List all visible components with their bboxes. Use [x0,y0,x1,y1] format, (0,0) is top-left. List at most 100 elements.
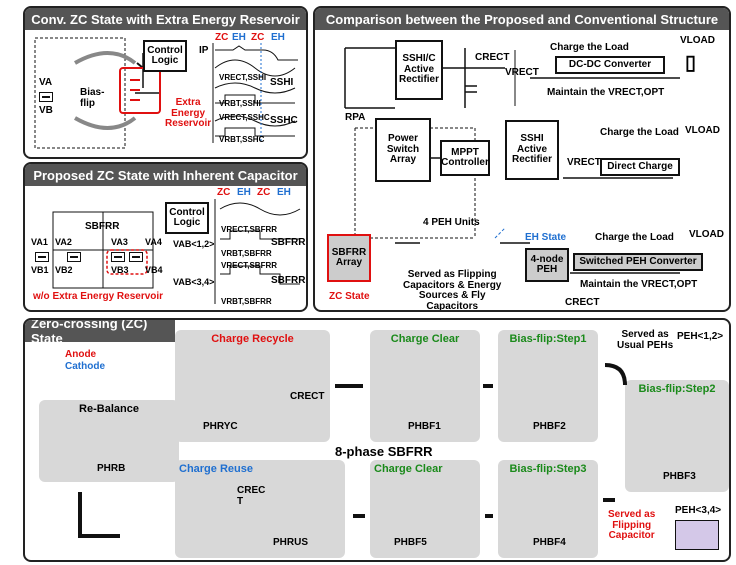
vload-label: VLOAD [680,35,715,46]
va1-label: VA1 [31,237,48,247]
phase-bf4: Bias-flip:Step3 PHBF4 [498,460,598,558]
peh-icon [111,252,125,262]
sbfrr-node-label: SBFRR [85,221,120,232]
cathode-label: Cathode [65,361,105,372]
zc-state-label: ZC State [329,291,370,302]
eh-label: EH [237,187,251,198]
ph-bf4-label: PHBF4 [533,537,566,548]
eh-label: EH [232,32,246,43]
crect-label: CRECT [290,391,325,402]
vrbt-sshi-label: VRBT,SSHI [219,99,261,108]
va2-label: VA2 [55,237,72,247]
vrect-label-2: VRECT [567,157,601,168]
vrbt-sbfrr-label: VRBT,SBFRR [221,249,272,258]
charge-load-label: Charge the Load [550,42,629,53]
zc-label: ZC [217,187,231,198]
ph-bf3-label: PHBF3 [663,471,696,482]
eh-label-2: EH [277,187,291,198]
rebalance-label: Re-Balance [79,403,139,415]
phase-bf3: Bias-flip:Step2 PHBF3 [625,380,729,492]
sbfrr-wave-label-2: SBFRR [271,275,306,286]
charge-clear-label: Charge Clear [390,333,460,345]
maintain-label: Maintain the VRECT,OPT [547,87,665,98]
panel2-circuit [52,199,301,304]
charge-load-label-2: Charge the Load [600,127,679,138]
peh-icon [35,252,49,262]
sshi-label: SSHI [270,77,294,88]
ip-label: IP [199,45,209,56]
peh-icon [129,252,143,262]
sshc-label: SSHC [270,115,298,126]
charge-reuse-label: Charge Reuse [179,463,253,475]
panel-zero-crossing: Zero-crossing (ZC) State Anode Cathode C… [23,318,731,562]
phase-rb: Re-Balance PHRB [39,400,179,482]
va3-label: VA3 [111,237,128,247]
panel1-circuit [34,37,298,149]
power-switch-box: Power Switch Array [375,118,431,182]
sshi-rectifier-box: SSHI Active Rectifier [505,120,559,180]
crect-label: CRECT [475,52,510,63]
vb1-label: VB1 [31,265,49,275]
vb4-label: VB4 [145,265,163,275]
maintain-label-2: Maintain the VRECT,OPT [580,279,698,290]
extra-reservoir-label: Extra Energy Reservoir [165,97,212,129]
bf-step2-label: Bias-flip:Step2 [638,383,716,395]
peh-icon [67,252,81,262]
ph-ryc-label: PHRYC [203,421,238,432]
vb-label: VB [39,105,53,116]
anode-label: Anode [65,349,97,360]
wo-reservoir-label: w/o Extra Energy Reservoir [33,291,164,302]
vrbt-sshc-label: VRBT,SSHC [219,135,265,144]
phase-bf2: Bias-flip:Step1 PHBF2 [498,330,598,442]
vrect-sshc-label: VRECT,SSHC [219,113,270,122]
served-usual-label: Served as Usual PEHs [617,329,674,351]
four-node-box: 4-node PEH [525,248,569,282]
served-flip-label: Served as Flipping Capacitor [608,509,656,541]
control-logic-box: Control Logic [165,202,209,234]
mppt-box: MPPT Controller [440,140,490,176]
phase-bf5: Charge Clear PHBF5 [370,460,480,558]
vload-label-3: VLOAD [689,229,724,240]
panel-title: Conv. ZC State with Extra Energy Reservo… [25,8,306,30]
panel-title: Comparison between the Proposed and Conv… [315,8,729,30]
phase-rus: Charge Reuse CREC T PHRUS [175,460,345,558]
ph-bf1-label: PHBF1 [408,421,441,432]
crect-label-2: CRECT [565,297,600,308]
charge-clear-label-2: Charge Clear [374,463,443,475]
crec-label: CREC T [237,485,266,507]
eh-state-label: EH State [525,232,567,243]
charge-load-label-3: Charge the Load [595,232,674,243]
zc-label: ZC [215,32,229,43]
four-peh-label: 4 PEH Units [423,217,480,228]
vb3-label: VB3 [111,265,129,275]
bf-step3-label: Bias-flip:Step3 [509,463,587,475]
va4-label: VA4 [145,237,162,247]
vrect-sbfrr-label-2: VRECT,SBFRR [221,261,278,270]
control-logic-box: Control Logic [143,40,187,72]
vrect-sshi-label: VRECT,SSHI [219,73,267,82]
vload-label-2: VLOAD [685,125,720,136]
vrect-sbfrr-label: VRECT,SBFRR [221,225,278,234]
vrect-label: VRECT [505,67,539,78]
served-label: Served as Flipping Capacitors & Energy S… [403,269,502,312]
panel-proposed-zc: Proposed ZC State with Inherent Capacito… [23,162,308,312]
rpa-label: RPA [345,112,366,123]
panel-comparison: Comparison between the Proposed and Conv… [313,6,731,312]
sshic-rectifier-box: SSHI/C Active Rectifier [395,40,443,100]
sbfrr-wave-label: SBFRR [271,237,306,248]
phase-ryc: Charge Recycle CRECT PHRYC [175,330,330,442]
sbfrr-array-box: SBFRR Array [327,234,371,282]
eight-phase-label: 8-phase SBFRR [335,444,433,459]
ph-rus-label: PHRUS [273,537,309,548]
peh-icon [39,92,53,102]
zc-label-2: ZC [257,187,271,198]
ph-bf5-label: PHBF5 [394,537,427,548]
vrbt-sbfrr-label-2: VRBT,SBFRR [221,297,272,306]
vab34-label: VAB<3,4> [173,277,215,287]
peh34-label: PEH<3,4> [675,505,722,516]
ph-bf2-label: PHBF2 [533,421,566,432]
switched-peh-box: Switched PEH Converter [573,253,703,271]
phase-bf1: Charge Clear PHBF1 [370,330,480,442]
zc-label-2: ZC [251,32,265,43]
panel-title: Proposed ZC State with Inherent Capacito… [25,164,306,186]
